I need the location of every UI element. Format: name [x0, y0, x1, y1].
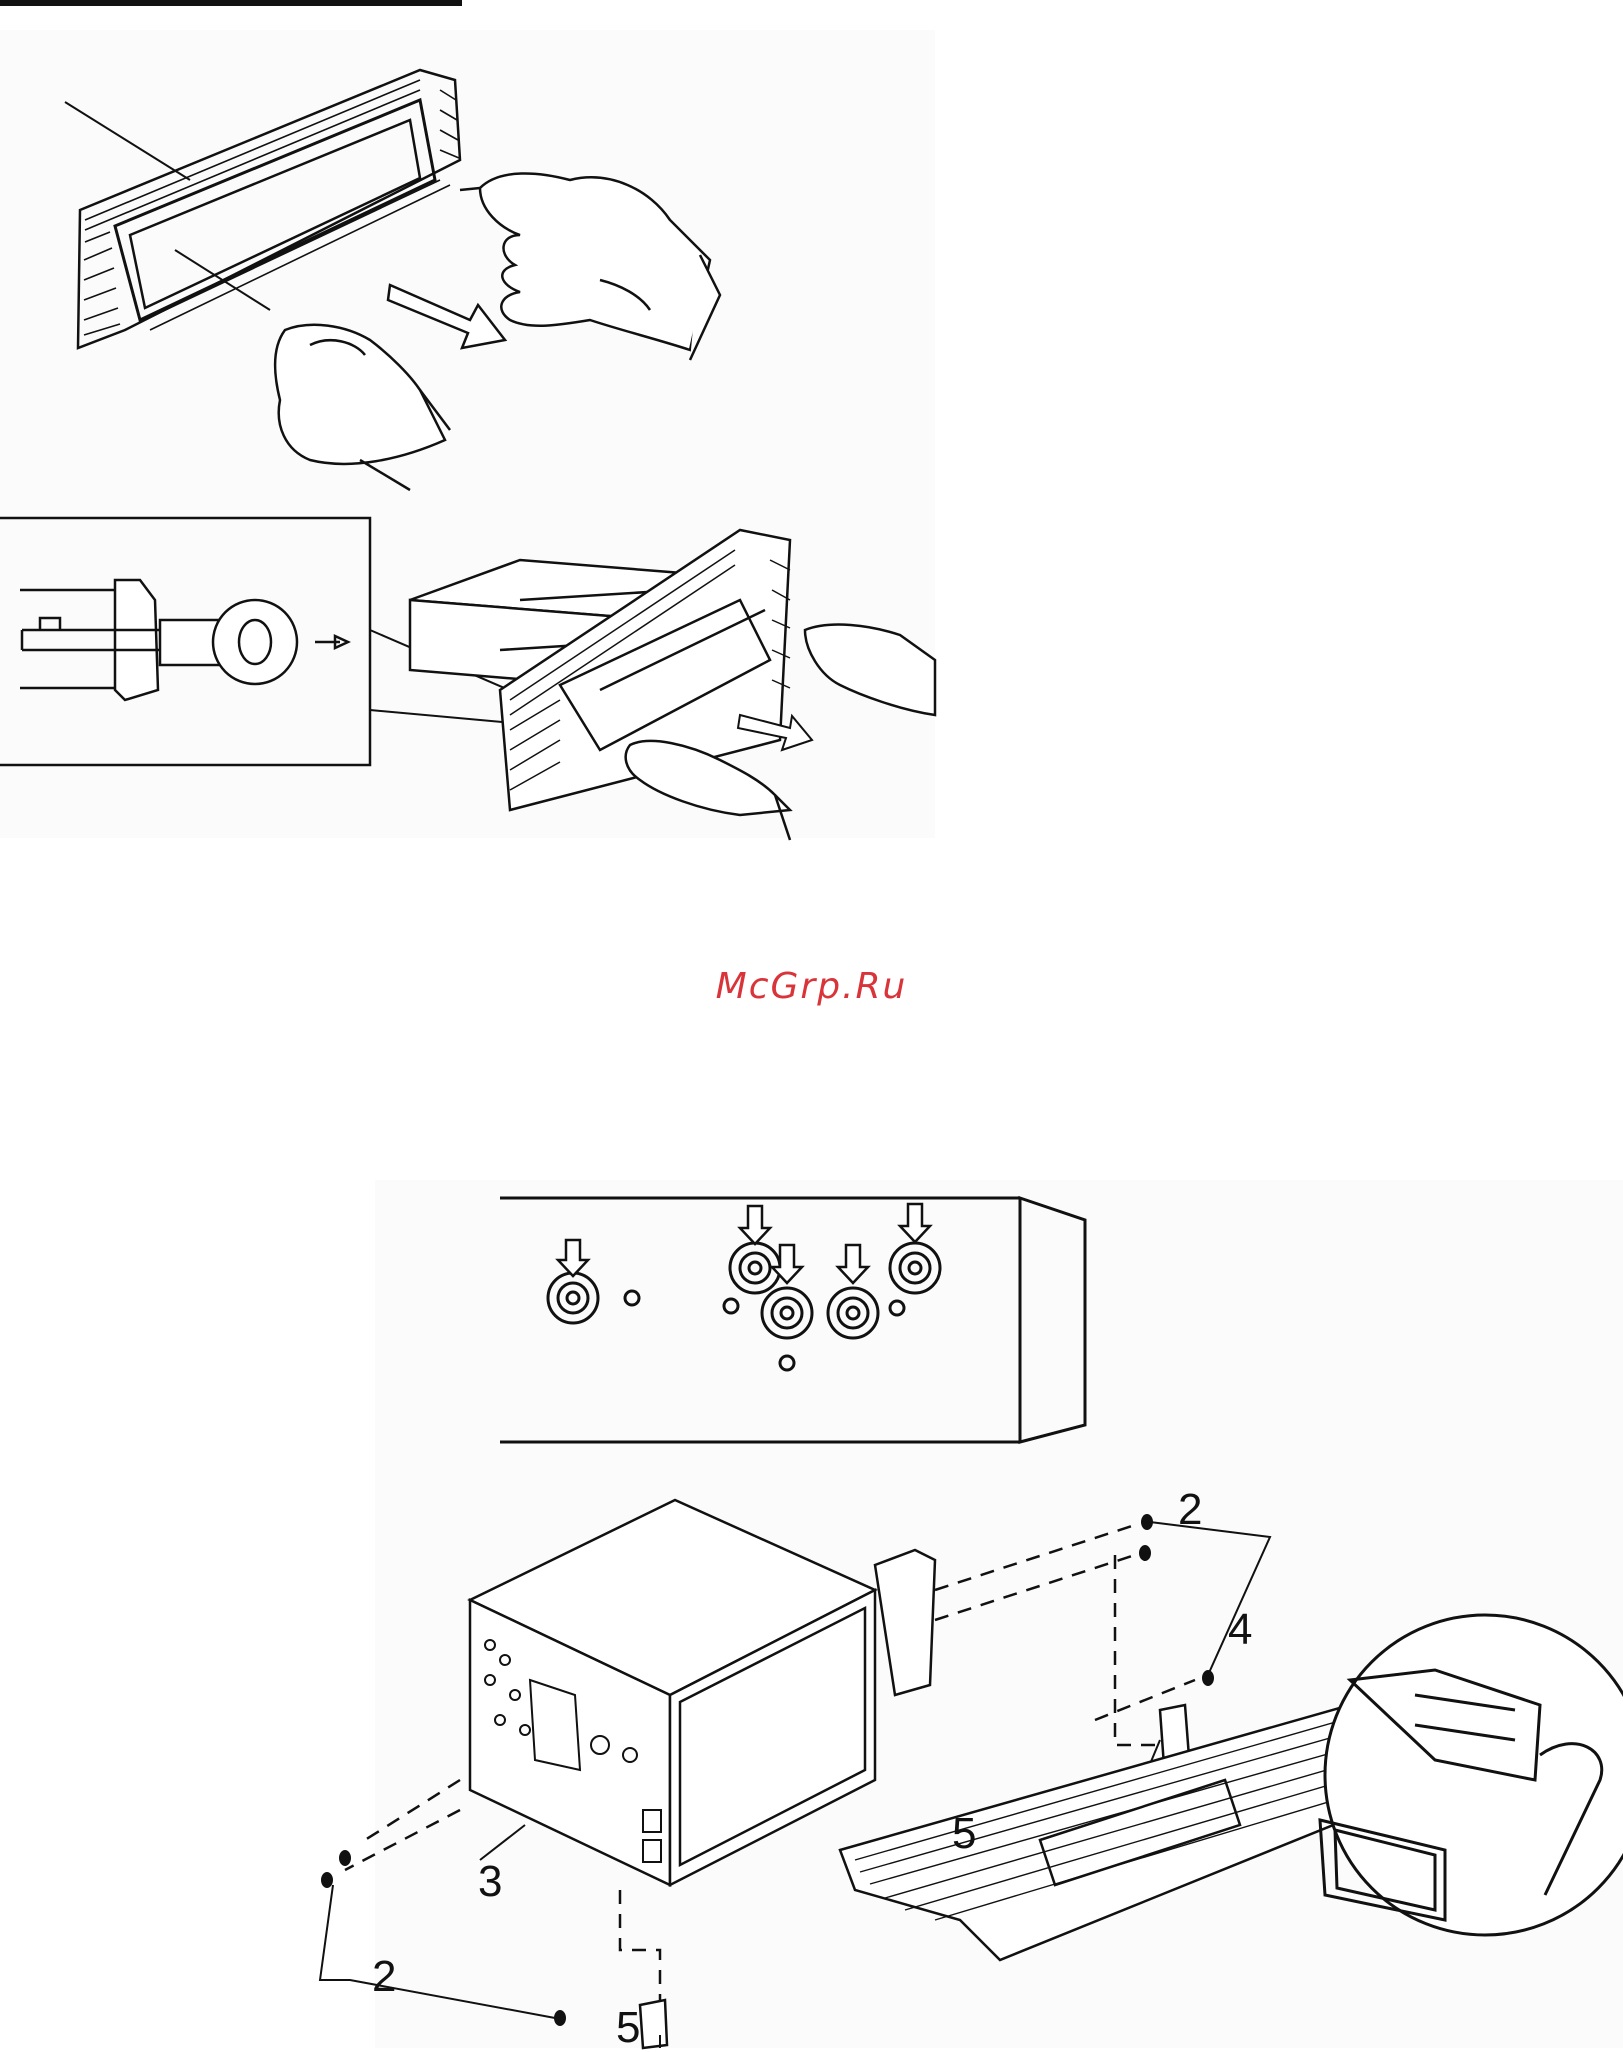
side-bracket-icon	[875, 1550, 935, 1695]
watermark-text: McGrp.Ru	[0, 966, 1623, 1007]
screw-holes-plate	[375, 1180, 1095, 1460]
callout-screw-top: 2	[1178, 1488, 1202, 1532]
release-key-icon	[20, 580, 348, 700]
arrow-down-icons	[558, 1204, 930, 1283]
header-rule	[0, 0, 462, 6]
callout-bracket-bottom: 5	[616, 2006, 640, 2050]
connector-detail-icon	[1320, 1615, 1623, 1935]
front-panel-hands-illustration	[0, 30, 935, 490]
screw-hole-icons	[548, 1243, 940, 1370]
pull-arrow-icon	[388, 285, 505, 348]
callout-head-unit: 3	[478, 1860, 502, 1904]
mounting-exploded-diagram	[375, 1480, 1623, 2048]
release-key-illustration	[0, 510, 935, 840]
callout-trim-ring: 4	[1228, 1608, 1252, 1652]
left-hand-icon	[275, 325, 450, 490]
callout-bracket-right: 5	[952, 1812, 976, 1856]
mounting-bracket-lower-icon	[640, 2000, 667, 2048]
callout-screw-bottom: 2	[372, 1955, 396, 1999]
